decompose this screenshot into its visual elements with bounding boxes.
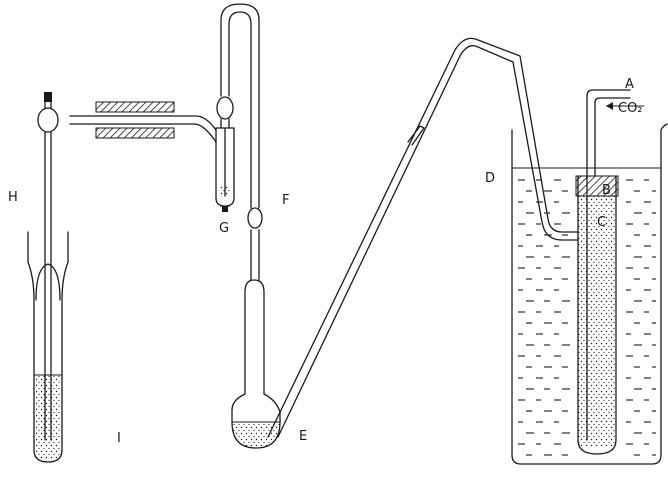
label-i: I: [117, 431, 121, 446]
label-d: D: [485, 171, 495, 186]
u-tube-f: [220, 3, 263, 281]
collector-h-i: [27, 92, 69, 463]
gas-inlet-arrow: [606, 102, 644, 110]
label-f: F: [282, 193, 289, 208]
trap-g: [215, 96, 235, 212]
label-e: E: [299, 429, 307, 444]
tube-c: [575, 89, 631, 455]
label-b: B: [602, 183, 611, 198]
label-a: A: [625, 77, 634, 92]
labels: A CO₂ B C D E F G H I: [8, 77, 643, 446]
receiver-e: [231, 279, 281, 449]
siphon-tube-d: [267, 37, 579, 438]
label-h: H: [8, 190, 18, 205]
bath-liquid: [518, 179, 656, 456]
label-co2: CO₂: [618, 101, 643, 116]
label-c: C: [597, 215, 606, 230]
connector-tube: [69, 101, 217, 143]
label-g: G: [219, 221, 229, 236]
